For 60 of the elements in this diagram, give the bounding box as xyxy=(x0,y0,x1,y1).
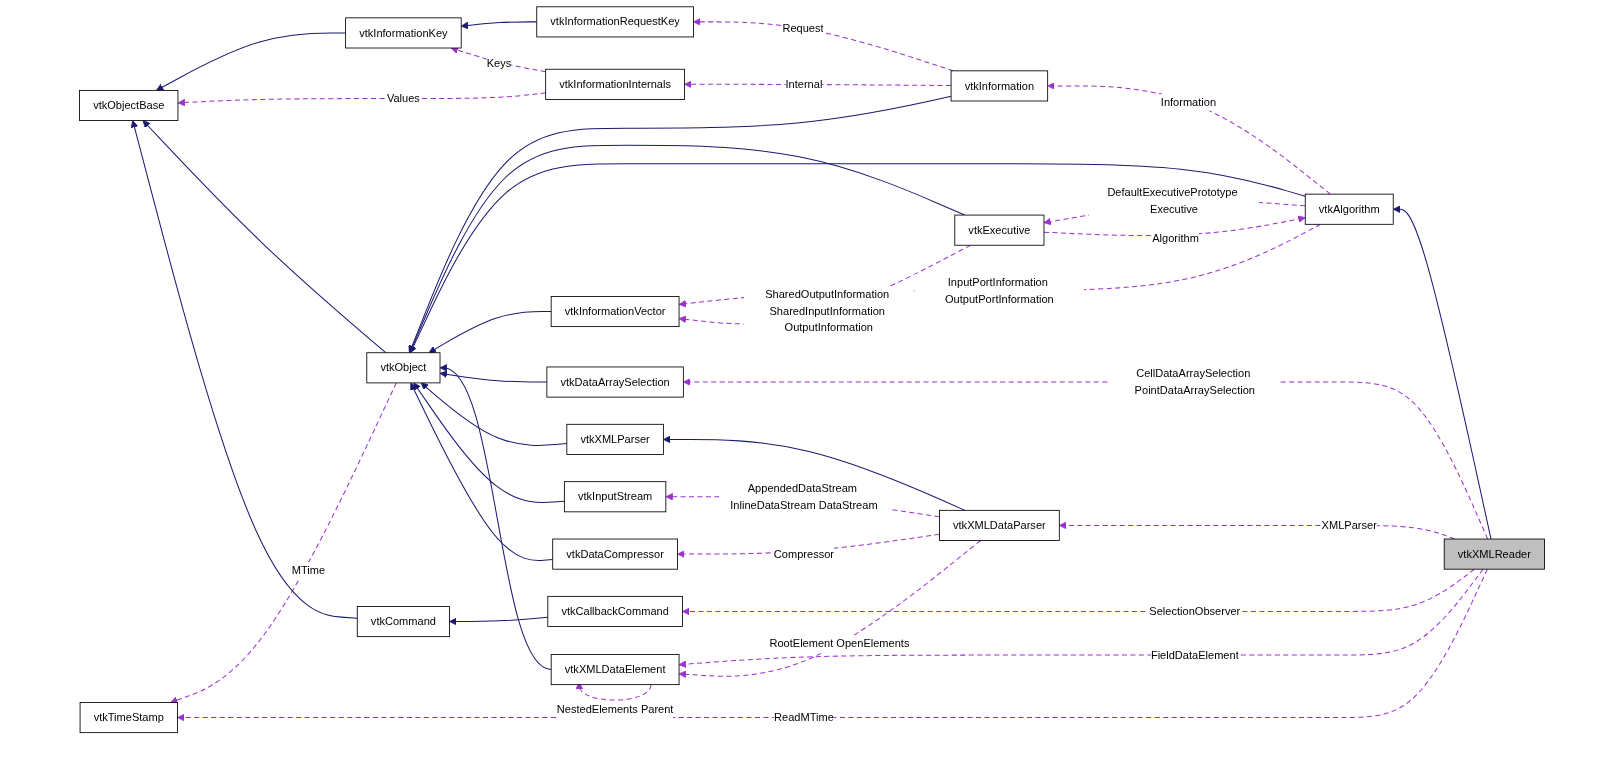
arrow xyxy=(130,120,358,619)
node-box: vtkXMLDataElement xyxy=(550,654,680,686)
arrow xyxy=(177,568,1488,722)
edge-label: SelectionObserver xyxy=(1149,604,1241,618)
node-box: vtkDataCompressor xyxy=(552,538,678,570)
node-box: vtkCallbackCommand xyxy=(547,595,683,627)
edge-label: MTime xyxy=(291,563,326,577)
node-box: vtkInformationRequestKey xyxy=(536,6,694,38)
arrow xyxy=(678,568,1484,668)
arrow xyxy=(439,370,548,383)
edge-label: Values xyxy=(386,91,420,105)
node-box: vtkCommand xyxy=(356,606,450,638)
arrow xyxy=(678,540,982,678)
node-box: vtkAlgorithm xyxy=(1304,193,1394,225)
edge-label: Internal xyxy=(785,77,823,91)
arrow xyxy=(170,382,397,704)
edge-label: XMLParser xyxy=(1321,518,1377,532)
arrow xyxy=(142,120,387,354)
edge-label: Compressor xyxy=(773,547,835,561)
edge-label: NestedElements Parent xyxy=(556,702,674,716)
edge-label: Request xyxy=(782,22,824,35)
node-box: vtkObject xyxy=(366,352,441,384)
arrow xyxy=(663,435,966,511)
node-box: vtkInformationInternals xyxy=(545,68,685,100)
edge-label: ReadMTime xyxy=(774,710,834,724)
arrow xyxy=(449,616,549,626)
arrow xyxy=(156,32,347,91)
arrow xyxy=(460,21,538,30)
arrow xyxy=(693,18,954,72)
edge-label: Keys xyxy=(486,56,512,70)
arrow xyxy=(428,311,552,354)
node-box: vtkInformationVector xyxy=(550,296,680,328)
node-box: vtkExecutive xyxy=(954,214,1045,246)
node-box: vtkTimeStamp xyxy=(79,702,178,734)
node-box: vtkInformationKey xyxy=(345,17,462,49)
arrow xyxy=(420,382,568,446)
edge-label: Algorithm xyxy=(1152,231,1199,245)
arrow xyxy=(413,382,565,504)
node-box: vtkXMLReader xyxy=(1443,538,1545,570)
edge-label: DefaultExecutivePrototype Executive xyxy=(1107,185,1238,216)
arrow xyxy=(1392,205,1492,540)
edge-label: InputPortInformation OutputPortInformation xyxy=(945,275,1054,306)
node-box: vtkXMLParser xyxy=(566,423,664,455)
arrow xyxy=(440,365,552,671)
node-box: vtkInformation xyxy=(950,70,1049,102)
arrow xyxy=(684,80,952,89)
node-box: vtkInputStream xyxy=(563,481,667,513)
arrow xyxy=(1047,82,1331,195)
edge-label: AppendedDataStream InlineDataStream DataStream xyxy=(730,481,878,512)
edge-label: Information xyxy=(1160,95,1217,109)
node-box: vtkObjectBase xyxy=(79,89,179,121)
arrow xyxy=(682,568,1475,616)
edge-label: RootElement OpenElements xyxy=(769,637,910,650)
arrow xyxy=(410,382,554,562)
arrow xyxy=(177,92,547,107)
edge-label: CellDataArraySelection PointDataArraySelection xyxy=(1134,367,1255,397)
edge-label: FieldDataElement xyxy=(1150,648,1239,662)
node-box: vtkDataArraySelection xyxy=(546,366,684,398)
edge-label: SharedOutputInformation SharedInputInformation OutputInformation xyxy=(765,287,890,334)
node-box: vtkXMLDataParser xyxy=(939,509,1060,541)
